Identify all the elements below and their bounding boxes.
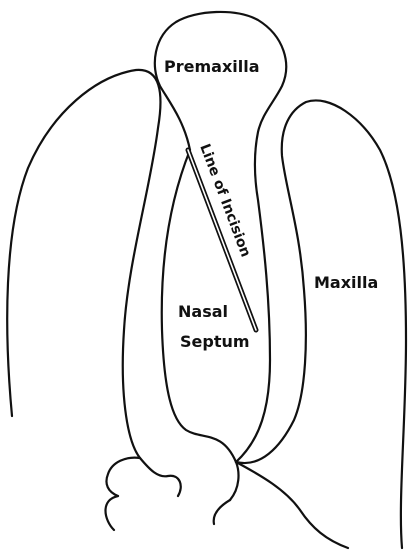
bottom-right-lobe <box>214 462 348 548</box>
nasal-label: Nasal <box>178 302 228 321</box>
left-maxilla-outline <box>7 70 160 496</box>
maxilla-label: Maxilla <box>314 273 378 292</box>
bottom-left-lobe <box>106 458 181 530</box>
premaxilla-label: Premaxilla <box>164 57 260 76</box>
septum-label: Septum <box>180 332 250 351</box>
right-maxilla-outline <box>236 100 406 548</box>
